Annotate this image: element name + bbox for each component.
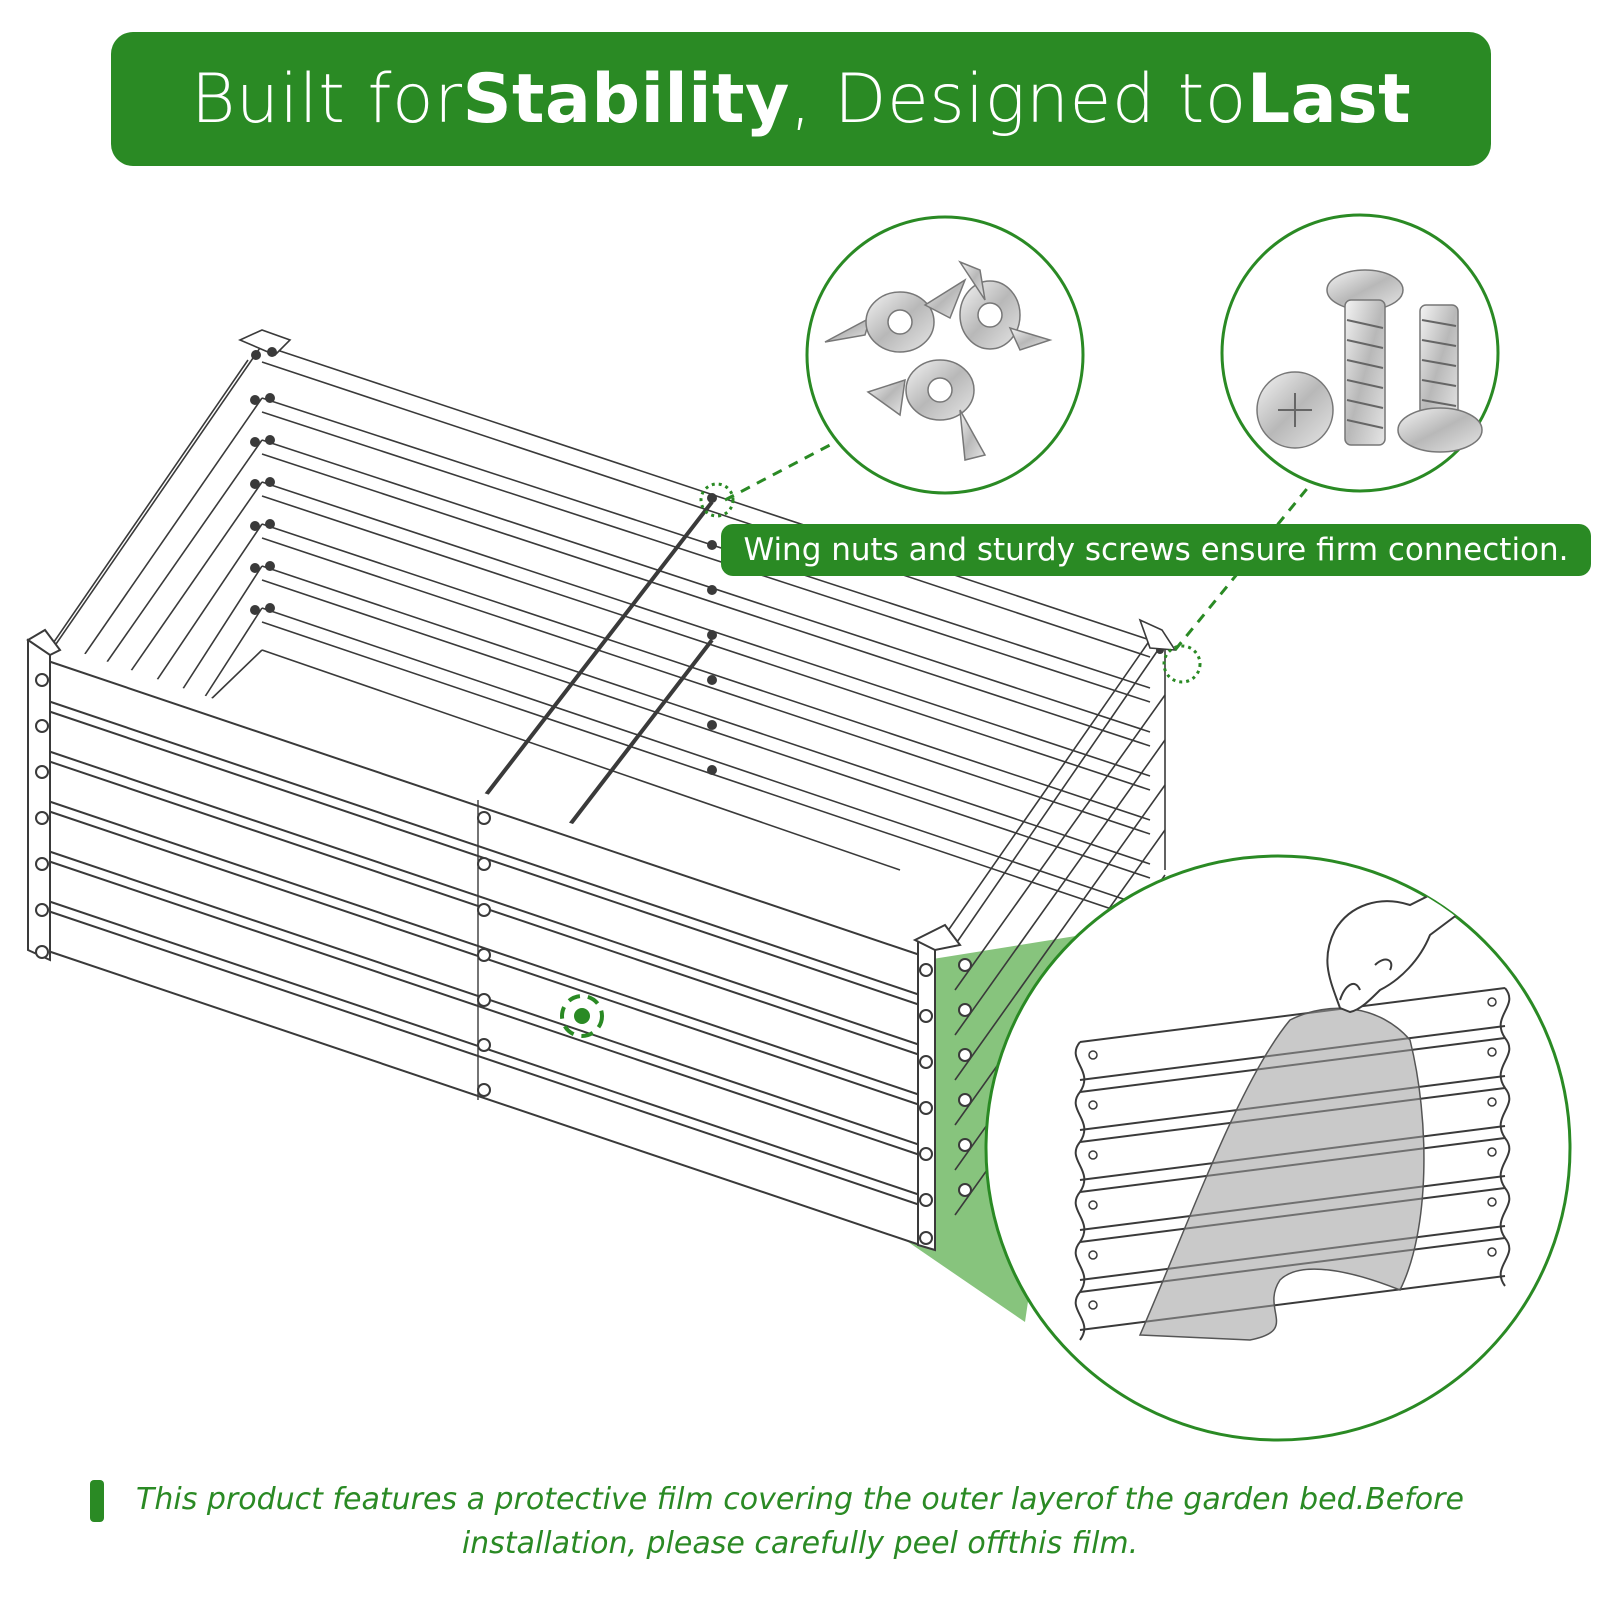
zoom-detail (984, 854, 1572, 1442)
focus-target-icon (560, 994, 604, 1038)
connection-callout: Wing nuts and sturdy screws ensure firm … (721, 524, 1591, 576)
title-bold-2: Last (1246, 59, 1412, 139)
title-part-1: Built for (190, 59, 463, 139)
title-part-2: , Designed to (789, 59, 1247, 139)
support-rod (560, 638, 714, 837)
title-banner: Built for Stability , Designed to Last (111, 32, 1491, 166)
callout-text: Wing nuts and sturdy screws ensure firm … (743, 532, 1569, 568)
note-accent-bar (90, 1480, 104, 1522)
protective-film-note: This product features a protective film … (136, 1482, 1464, 1561)
front-wall (26, 628, 962, 1252)
garden-bed-icon (26, 329, 1177, 1252)
front-fasteners (35, 673, 972, 1245)
title-bold-1: Stability (462, 59, 790, 139)
screws-icon (1220, 213, 1500, 493)
back-wall (261, 344, 1151, 923)
back-fasteners (250, 347, 1164, 775)
wing-nuts-icon (805, 215, 1085, 495)
protective-film (1138, 1007, 1425, 1341)
leader-lines (699, 443, 1312, 684)
support-rod (480, 500, 714, 802)
